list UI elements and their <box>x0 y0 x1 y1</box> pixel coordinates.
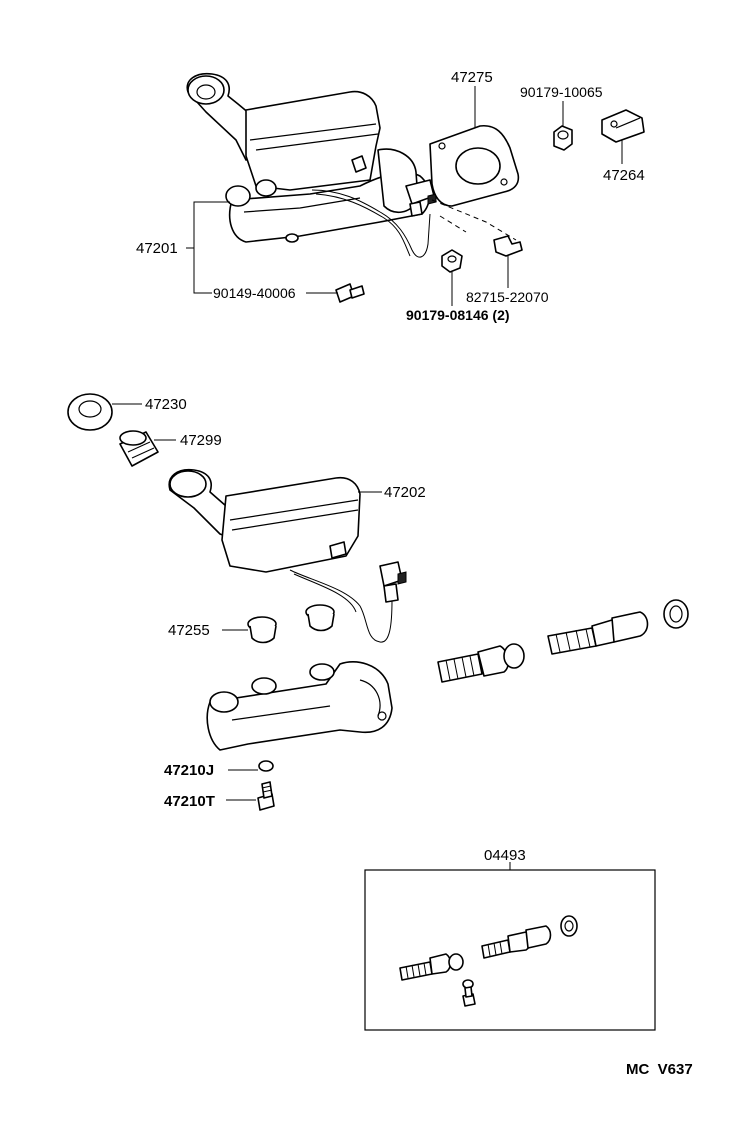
grommet-part <box>247 604 335 644</box>
diagram-code: MC V637 <box>626 1061 693 1078</box>
leader-lines-upper <box>186 86 623 306</box>
piston-part <box>437 643 525 683</box>
label-90179-08146: 90179-08146 (2) <box>406 307 510 323</box>
cylinder-body-part <box>206 660 393 751</box>
leader-lines-lower <box>112 403 382 801</box>
bracket-part <box>601 109 645 143</box>
label-47210T: 47210T <box>164 793 215 810</box>
label-90179-10065: 90179-10065 <box>520 84 603 100</box>
gasket-part <box>429 124 520 207</box>
clip-part <box>493 235 523 257</box>
label-47264: 47264 <box>603 167 645 184</box>
label-47202: 47202 <box>384 484 426 501</box>
label-90149-40006: 90149-40006 <box>213 285 296 301</box>
label-47299: 47299 <box>180 432 222 449</box>
master-cylinder-assembly <box>186 72 437 258</box>
cap-part <box>67 393 113 431</box>
gasket-small-part <box>258 760 274 772</box>
snap-ring-part <box>663 599 689 629</box>
strainer-part <box>119 430 159 467</box>
piston-part <box>547 611 649 655</box>
reservoir-part <box>168 468 407 643</box>
repair-kit-box <box>364 862 656 1031</box>
guide-line <box>439 215 467 233</box>
small-nut-part <box>441 249 463 273</box>
label-47255: 47255 <box>168 622 210 639</box>
label-47210J: 47210J <box>164 762 214 779</box>
guide-line <box>431 199 517 241</box>
label-04493: 04493 <box>484 847 526 864</box>
label-47275: 47275 <box>451 69 493 86</box>
label-47230: 47230 <box>145 396 187 413</box>
screw-part <box>335 283 365 303</box>
label-82715-22070: 82715-22070 <box>466 289 549 305</box>
nut-part <box>553 125 573 151</box>
bolt-part <box>257 781 275 811</box>
label-47201: 47201 <box>136 240 178 257</box>
